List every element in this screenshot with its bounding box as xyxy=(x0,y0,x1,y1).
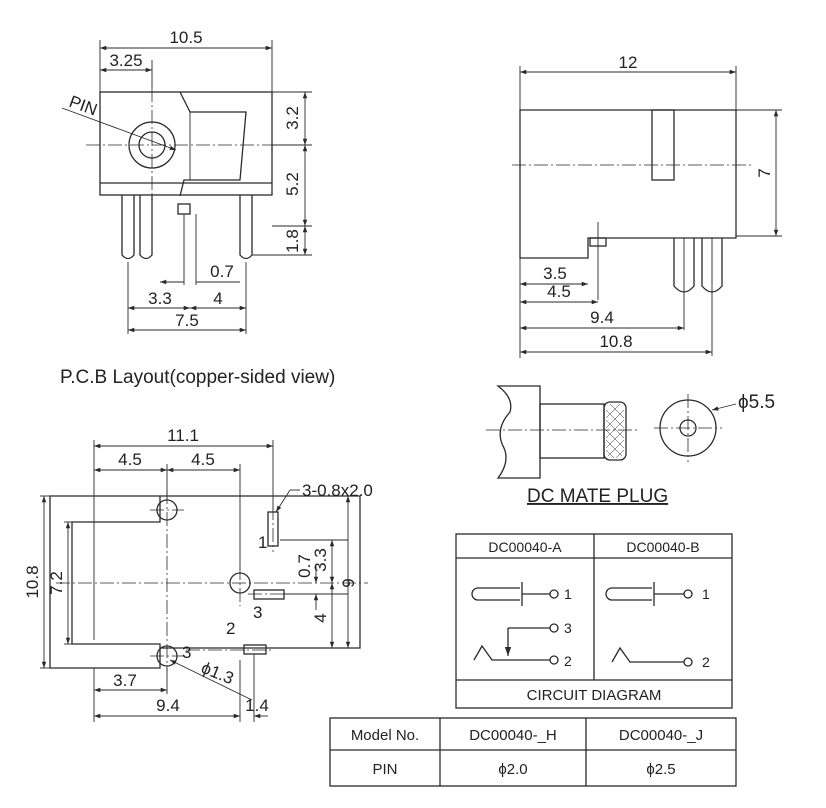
side-view: 12 7 3.5 4.5 9.4 10.8 xyxy=(512,53,782,358)
table-header-j: DC00040-_J xyxy=(619,727,703,744)
circuit-b-pin1: 1 xyxy=(702,586,710,602)
dim-7-5: 7.5 xyxy=(175,311,199,330)
dim-3-25: 3.25 xyxy=(109,51,142,70)
table-row-label: PIN xyxy=(372,761,397,778)
slot-pin-3 xyxy=(253,589,285,600)
dim-9-4: 9.4 xyxy=(590,308,614,327)
pin-number-3: 3 xyxy=(253,603,262,622)
model-table: Model No. DC00040-_H DC00040-_J PIN ϕ2.0… xyxy=(329,717,737,787)
table-header-h: DC00040-_H xyxy=(469,727,557,744)
top-layout-view: 3-0.8x2.0 11.1 4.5 4.5 10.8 7.2 1 3 2 0.… xyxy=(23,426,373,722)
slot-pin-2 xyxy=(243,644,267,655)
slot-size-label: 3-0.8x2.0 xyxy=(302,481,373,500)
dim-9-4-layout: 9.4 xyxy=(156,696,180,715)
pcb-caption: P.C.B Layout(copper-sided view) xyxy=(60,367,335,388)
table-header-model: Model No. xyxy=(351,727,419,744)
dim-0-7: 0.7 xyxy=(210,262,234,281)
hole-count-label: 3 xyxy=(182,643,191,662)
dc-mate-plug: ϕ5.5 DC MATE PLUG xyxy=(486,385,775,507)
dim-4: 4 xyxy=(213,289,222,308)
pin-number-2: 2 xyxy=(226,619,235,638)
circuit-col-a: DC00040-A xyxy=(488,539,562,555)
dim-5-2: 5.2 xyxy=(283,172,302,196)
circuit-col-b: DC00040-B xyxy=(626,539,699,555)
plug-caption: DC MATE PLUG xyxy=(527,486,668,507)
pcb-layout-view: 10.5 3.25 PIN 3.2 5.2 1.8 0.7 3.3 4 7.5 … xyxy=(60,28,335,388)
dim-3-7: 3.7 xyxy=(113,671,137,690)
circuit-a-pin1: 1 xyxy=(564,586,572,602)
dim-3-2: 3.2 xyxy=(283,106,302,130)
dim-11-1: 11.1 xyxy=(167,426,199,445)
circuit-diagram-table: DC00040-A DC00040-B 1 3 2 1 2 CIRCUIT DI… xyxy=(455,533,733,709)
circuit-a-pin2: 2 xyxy=(564,653,572,669)
dim-10-8: 10.8 xyxy=(599,332,632,351)
circuit-b-pin2: 2 xyxy=(702,654,710,670)
plug-handle xyxy=(496,385,541,479)
table-cell-h: ϕ2.0 xyxy=(498,761,527,778)
dim-10-5: 10.5 xyxy=(169,28,202,47)
dim-4-5-left: 4.5 xyxy=(118,450,142,469)
dim-7: 7 xyxy=(755,168,774,177)
plug-knurled-tip xyxy=(603,401,627,461)
pin-label: PIN xyxy=(67,92,100,120)
dim-9: 9 xyxy=(339,578,358,587)
side-body-outline xyxy=(519,109,737,259)
dim-3-3-layout: 3.3 xyxy=(311,548,330,572)
circuit-caption: CIRCUIT DIAGRAM xyxy=(527,687,662,704)
dim-3-3: 3.3 xyxy=(148,289,172,308)
plug-diameter-label: ϕ5.5 xyxy=(738,392,775,413)
dim-0-7-layout: 0.7 xyxy=(295,554,314,578)
jack-body-outline xyxy=(99,91,273,196)
circuit-a-pin3: 3 xyxy=(564,620,572,636)
dim-4-5-right: 4.5 xyxy=(191,450,215,469)
dim-4-layout: 4 xyxy=(311,613,330,622)
dim-3-5: 3.5 xyxy=(543,264,567,283)
dim-4-5: 4.5 xyxy=(547,282,571,301)
dim-1-4: 1.4 xyxy=(245,696,269,715)
dim-1-8: 1.8 xyxy=(283,229,302,253)
table-cell-j: ϕ2.5 xyxy=(646,761,675,778)
pin-number-1: 1 xyxy=(258,533,267,552)
dim-10-8-left: 10.8 xyxy=(23,565,42,598)
dim-7-2: 7.2 xyxy=(47,571,66,595)
dim-12: 12 xyxy=(619,53,638,72)
